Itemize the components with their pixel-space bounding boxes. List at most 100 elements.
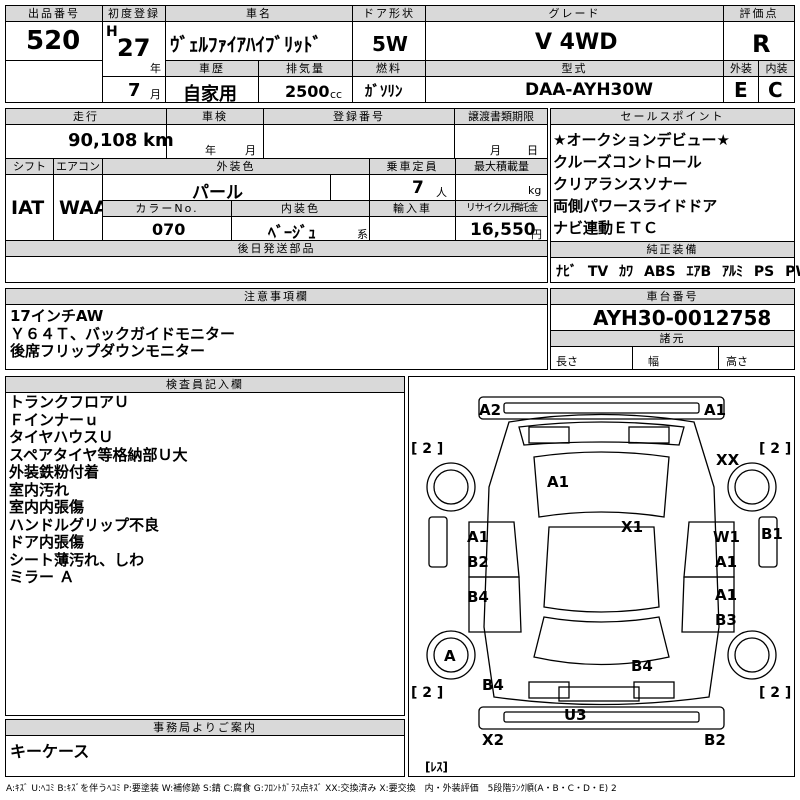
fuel-header: 燃料: [353, 61, 425, 77]
mark-right-mirror: B1: [761, 525, 783, 543]
lot-number: 520: [26, 26, 81, 56]
displacement-unit: cc: [330, 88, 343, 101]
later-parts-header: 後日発送部品: [6, 241, 547, 257]
dimensions-header: 諸元: [551, 331, 794, 347]
equipment-item: ｴｱB: [686, 264, 712, 280]
office-note: キーケース: [10, 742, 90, 761]
inspector-line: 室内汚れ: [9, 480, 70, 499]
history: 自家用: [183, 84, 237, 105]
registration-year: 27: [117, 34, 151, 62]
year-unit: 年: [150, 62, 161, 75]
sales-point: ナビ連動ＥＴＣ: [553, 219, 659, 237]
mark-rear-right: B2: [704, 731, 726, 749]
ac-header: エアコン: [54, 159, 102, 175]
chassis-block: [550, 288, 795, 370]
inspection-month-unit: 月: [245, 144, 256, 157]
max-load-header: 最大積載量: [456, 159, 547, 175]
overall-score: R: [752, 30, 771, 58]
equipment-item: ABS: [644, 264, 676, 280]
inspector-line: Ｆインナーｕ: [9, 410, 100, 429]
tire-count-rear-left: [ 2 ]: [411, 685, 443, 701]
sales-points-header: セールスポイント: [551, 109, 794, 125]
mark-right-rear-door-bottom: B3: [715, 611, 737, 629]
model-type-header: 型式: [426, 61, 723, 77]
mark-trunk: B4: [631, 657, 653, 675]
sales-points-block: [550, 108, 795, 283]
era: H: [106, 24, 118, 40]
model-name: ｳﾞｪﾙﾌｧｲｱﾊｲﾌﾞﾘｯﾄﾞ: [170, 34, 323, 56]
registration-month: 7: [128, 80, 141, 101]
top-row: [5, 5, 795, 103]
inspector-block: [5, 376, 405, 716]
recycle-deposit: 16,550: [470, 220, 536, 240]
inspector-line: 室内内張傷: [9, 498, 85, 516]
shift: IAT: [11, 197, 45, 219]
equipment-item: PS: [753, 264, 775, 280]
color-number: 070: [152, 220, 186, 239]
note-line: 後席フリップダウンモニター: [10, 342, 206, 360]
exterior-color: パール: [192, 183, 243, 203]
inspection-year-unit: 年: [205, 144, 216, 157]
recycle-header: リサイクル預託金: [456, 201, 547, 217]
mark-left-rear-quarter: B4: [482, 676, 504, 694]
mark-front-right: A1: [704, 401, 726, 419]
sales-point: クルーズコントロール: [553, 153, 702, 171]
mark-hood: A1: [547, 473, 569, 491]
inspector-line: 外装鉄粉付着: [9, 463, 100, 481]
lot-number-header: 出品番号: [6, 6, 102, 22]
mileage-unit: km: [143, 130, 174, 151]
inspector-line: ミラー Ａ: [9, 568, 75, 586]
displacement-header: 排気量: [259, 61, 352, 77]
diagram-block: [408, 376, 795, 777]
exterior-score: E: [734, 78, 748, 102]
tire-count-front-left: [ 2 ]: [411, 441, 443, 457]
mark-right-front-door-top: W1: [713, 528, 740, 546]
mark-roof: X1: [621, 518, 643, 536]
reg-number-header: 登録番号: [264, 109, 454, 125]
inspector-line: ハンドルグリップ不良: [9, 515, 160, 534]
mileage-header: 走行: [6, 109, 166, 125]
deadline-header: 譲渡書類期限: [455, 109, 547, 125]
mark-front-left: A2: [479, 401, 501, 419]
length-label: 長さ: [556, 355, 578, 368]
door-type: 5W: [372, 32, 408, 56]
mark-right-rear-door-top: A1: [715, 586, 737, 604]
notes-list: 17インチAW Ｙ６４Ｔ、バックガイドモニター 後席フリップダウンモニター: [10, 307, 236, 361]
air-conditioner: WAA: [59, 197, 109, 219]
equipment-item: ｶﾜ: [619, 264, 634, 280]
door-header: ドア形状: [353, 6, 425, 22]
interior-header: 内装: [759, 61, 794, 77]
notes-header: 注意事項欄: [6, 289, 547, 305]
interior-color: ﾍﾞｰｼﾞｭ: [268, 223, 317, 242]
equipment-item: TV: [587, 264, 609, 280]
grade-header: グレード: [426, 6, 723, 22]
note-line: 17インチAW: [10, 307, 104, 325]
note-line: Ｙ６４Ｔ、バックガイドモニター: [10, 324, 236, 343]
score-header: 評価点: [724, 6, 794, 22]
sales-point: ★オークションデビュー★: [553, 131, 730, 149]
month-unit: 月: [150, 88, 161, 101]
sales-points-list: ★オークションデビュー★ クルーズコントロール クリアランスソナー 両側パワース…: [553, 129, 793, 239]
interior-color-header: 内装色: [232, 201, 369, 217]
equipment-list: ﾅﾋﾞ TV ｶﾜ ABS ｴｱB ｱﾙﾐ PS PW: [556, 261, 800, 281]
exterior-header: 外装: [724, 61, 758, 77]
mileage: 90,108: [68, 130, 138, 151]
equipment-item: PW: [785, 264, 800, 280]
mark-left-front-door-bottom: B2: [467, 553, 489, 571]
sales-point: クリアランスソナー: [553, 175, 688, 193]
notes-block: [5, 288, 548, 370]
car-damage-diagram: A2 A1 A1 X1 XX A1 B2 B4 W1 A1 B1 A1 B3 A…: [411, 396, 791, 774]
mark-rear-left: X2: [482, 731, 504, 749]
fuel: ｶﾞｿﾘﾝ: [365, 82, 403, 100]
interior-score: C: [768, 78, 783, 102]
mark-right-front-door-bottom: A1: [715, 553, 737, 571]
capacity-unit: 人: [436, 186, 447, 199]
sales-point: 両側パワースライドドア: [553, 197, 718, 215]
inspection-header: 車検: [167, 109, 263, 125]
equipment-item: ﾅﾋﾞ: [556, 264, 577, 280]
spec-block: [5, 108, 548, 283]
capacity: 7: [412, 178, 424, 198]
interior-color-unit: 系: [357, 228, 368, 241]
width-label: 幅: [648, 355, 659, 368]
legend: A:ｷｽﾞ U:ﾍｺﾐ B:ｷｽﾞを伴うﾍｺﾐ P:要塗装 W:補修跡 S:錆 …: [6, 784, 617, 794]
